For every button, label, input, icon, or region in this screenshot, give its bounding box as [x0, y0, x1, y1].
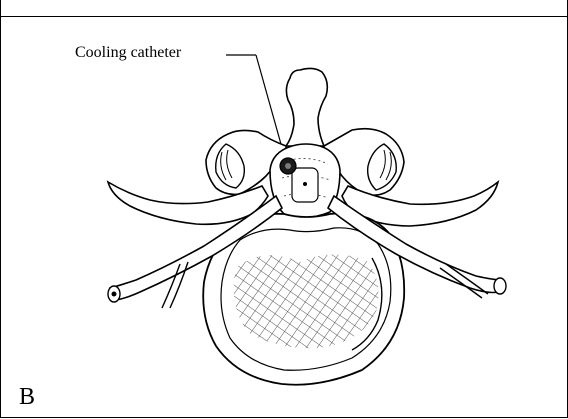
left-nerve-root-core: [112, 292, 117, 297]
right-nerve-root-cut-end: [494, 278, 506, 294]
spinous-process: [286, 68, 327, 146]
vertebral-body-trabecular-hatch: [234, 254, 379, 348]
central-canal: [303, 182, 307, 186]
cooling-catheter-lumen: [285, 163, 291, 169]
